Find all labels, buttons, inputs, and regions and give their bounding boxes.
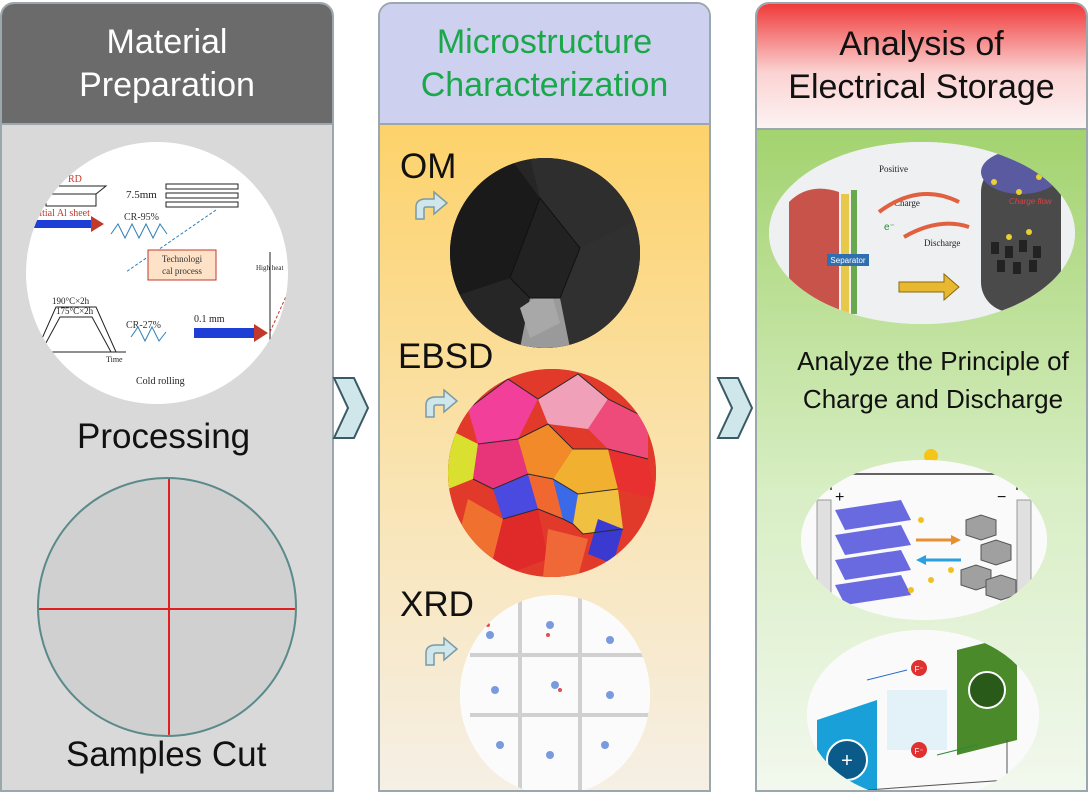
cut-line-vertical [168, 479, 170, 735]
temp2-label: 175°C×2h [56, 306, 94, 316]
svg-text:Technologi: Technologi [162, 254, 203, 264]
curved-arrow-icon [425, 636, 459, 666]
discharge-label: Discharge [924, 238, 960, 248]
separator-label: Separator [830, 256, 865, 265]
plus-sign: + [835, 489, 844, 506]
material-title-line2: Preparation [79, 65, 255, 104]
cut-line-horizontal [39, 608, 295, 610]
initial-sheet-label: Initial Al sheet [31, 208, 90, 219]
om-micrograph [450, 158, 640, 348]
final-thickness: 0.1 mm [194, 314, 225, 325]
curved-arrow-icon [425, 388, 459, 418]
temp1-label: 190°C×2h [52, 296, 90, 306]
material-preparation-body: RD 7.5mm Initial Al sheet CR-95% Technol… [2, 123, 332, 790]
micro-title-line2: Characterization [420, 65, 669, 104]
chevron-right-icon [332, 377, 370, 439]
electrical-storage-header: Analysis of Electrical Storage [757, 4, 1086, 128]
samples-cut-disc [37, 477, 297, 737]
electrical-storage-body: Separator Positive Charge Discharge e⁻ C… [757, 128, 1086, 790]
minus-sign: − [997, 489, 1006, 506]
ebsd-label: EBSD [398, 337, 494, 376]
material-title-line1: Material [106, 22, 228, 61]
om-label: OM [400, 147, 457, 186]
curved-arrow-icon [415, 190, 449, 220]
processing-diagram: RD 7.5mm Initial Al sheet CR-95% Technol… [31, 174, 288, 387]
ebsd-map [448, 369, 656, 577]
xrd-pattern [460, 595, 650, 790]
ion-battery-diagram: + − [801, 460, 1047, 620]
cr2-label: CR-27% [126, 320, 161, 331]
processing-schematic: RD 7.5mm Initial Al sheet CR-95% Technol… [26, 142, 288, 404]
electron-label: e⁻ [884, 222, 895, 233]
microstructure-body: OM EBSD [380, 123, 709, 790]
cr1-label: CR-95% [124, 212, 159, 223]
principle-text: Analyze the Principle of Charge and Disc… [797, 346, 1069, 414]
chevron-right-icon [716, 377, 754, 439]
ion-label-bottom: F⁻ [914, 747, 923, 756]
positive-label: Positive [879, 164, 908, 174]
fluoride-ion-cell: + F⁻ F⁻ [807, 630, 1039, 790]
charge-label: Charge [894, 198, 920, 208]
battery-schematic: Separator Positive Charge Discharge e⁻ C… [769, 142, 1075, 324]
svg-text:cal process: cal process [162, 266, 202, 276]
cell-plus: + [841, 750, 853, 772]
processing-label: Processing [77, 417, 251, 456]
storage-title-line1: Analysis of [839, 25, 1004, 63]
xrd-label: XRD [400, 585, 474, 624]
material-preparation-header: Material Preparation [2, 4, 332, 123]
electrical-storage-panel: Analysis of Electrical Storage Separator… [755, 2, 1088, 792]
rd-label: RD [68, 174, 82, 185]
charge-flow-label: Charge flow [1009, 197, 1053, 206]
cold-rolling-label: Cold rolling [136, 376, 185, 387]
time-label: Time [106, 355, 123, 364]
thickness-start: 7.5mm [126, 189, 157, 201]
material-preparation-panel: Material Preparation RD 7.5mm Initial Al… [0, 2, 334, 792]
microstructure-header: Microstructure Characterization [380, 4, 709, 123]
ion-label-top: F⁻ [914, 665, 923, 674]
storage-title-line2: Electrical Storage [788, 68, 1055, 106]
microstructure-panel: Microstructure Characterization OM EBSD [378, 2, 711, 792]
samples-cut-label: Samples Cut [66, 735, 267, 774]
micro-title-line1: Microstructure [436, 22, 653, 61]
